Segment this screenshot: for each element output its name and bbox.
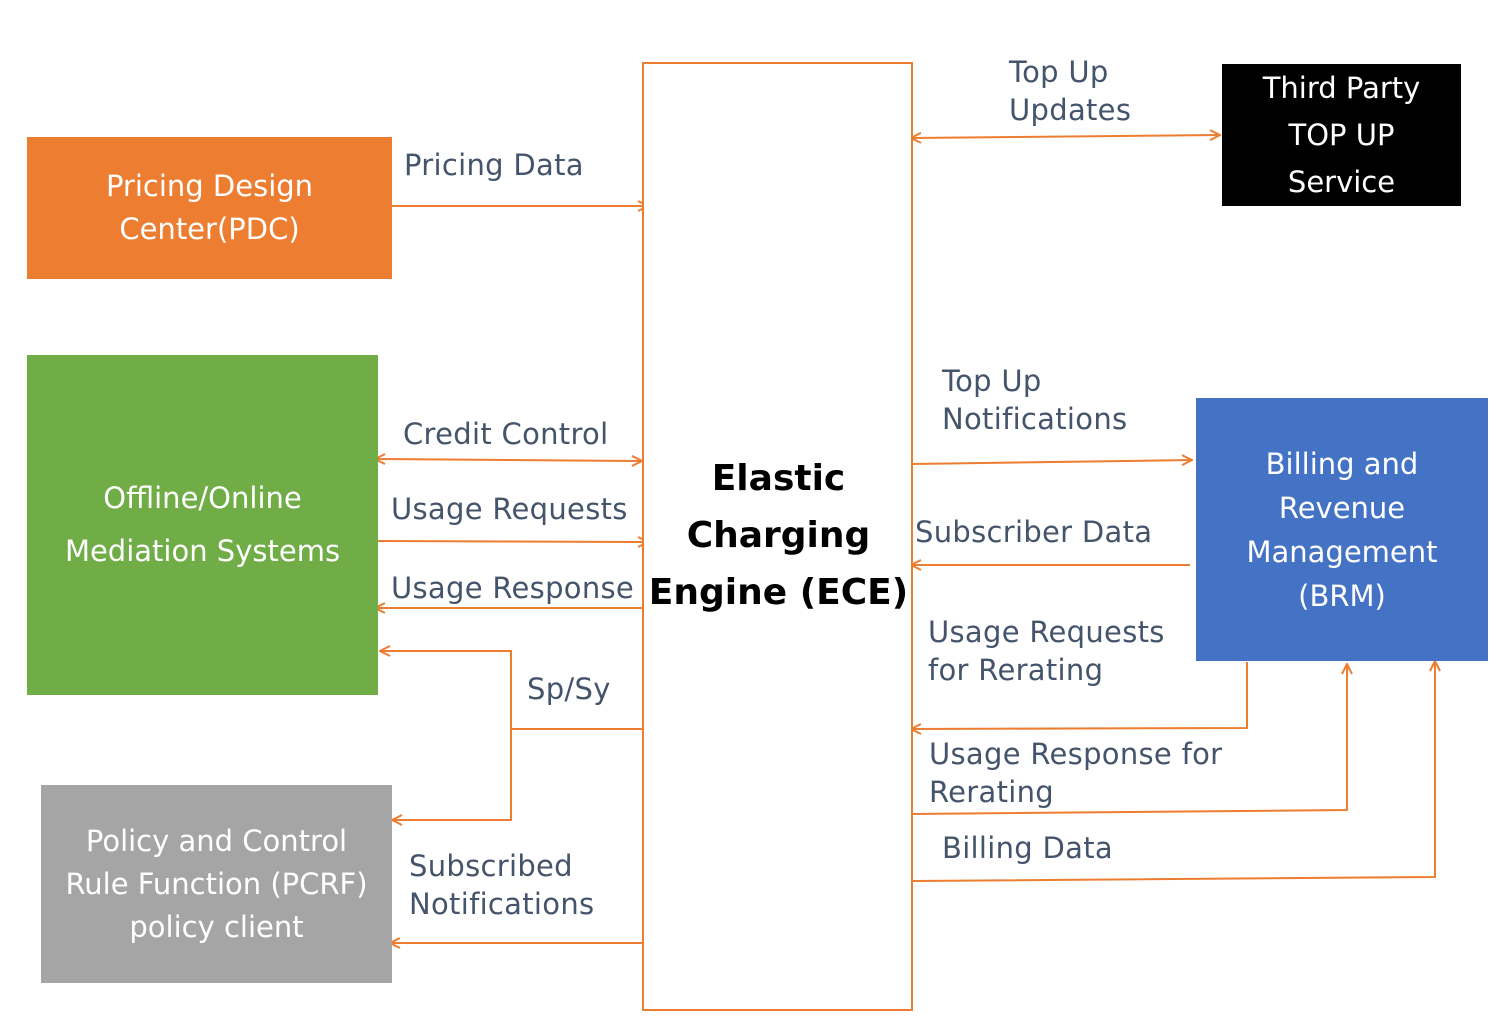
subscribed-notifications-line-2: Notifications: [409, 887, 595, 921]
pcrf-box: Policy and Control Rule Function (PCRF) …: [41, 785, 392, 983]
pcrf-line-2: Rule Function (PCRF): [65, 866, 368, 901]
subscriber-data-label: Subscriber Data: [915, 515, 1153, 549]
brm-box: Billing and Revenue Management (BRM): [1196, 398, 1488, 661]
pdc-line-2: Center(PDC): [119, 212, 300, 246]
mediation-box: Offline/Online Mediation Systems: [27, 355, 378, 695]
usage-response-rerating-arrow: [912, 664, 1347, 815]
ece-line-1: Elastic: [708, 450, 849, 507]
sp-sy-pcrf-branch: [392, 729, 512, 820]
pcrf-line-3: policy client: [129, 909, 304, 944]
usage-requests-rerating-arrow: [911, 662, 1248, 729]
usage-response-rerating-label: Usage Response for Rerating: [929, 735, 1222, 811]
top-up-notifications-line-2: Notifications: [942, 402, 1128, 436]
usage-requests-arrow: [377, 541, 648, 542]
credit-control-label: Credit Control: [403, 417, 609, 451]
usage-response-label: Usage Response: [391, 571, 635, 605]
third-party-line-1: Third Party: [1262, 70, 1421, 105]
subscribed-notifications-line-1: Subscribed: [409, 849, 573, 883]
brm-line-2: Revenue: [1278, 490, 1406, 525]
pcrf-line-1: Policy and Control: [85, 823, 348, 858]
brm-line-1: Billing and: [1265, 446, 1419, 481]
top-up-notifications-arrow: [912, 460, 1192, 464]
sp-sy-label: Sp/Sy: [527, 672, 611, 706]
brm-line-4: (BRM): [1298, 578, 1386, 613]
top-up-updates-label: Top Up Updates: [1009, 53, 1131, 129]
brm-line-3: Management: [1246, 534, 1438, 569]
pdc-line-1: Pricing Design: [105, 169, 314, 203]
usage-requests-rerating-label: Usage Requests for Rerating: [928, 613, 1165, 689]
third-party-topup-box: Third Party TOP UP Service: [1222, 64, 1461, 206]
third-party-line-2: TOP UP: [1288, 117, 1395, 152]
ece-line-2: Charging: [683, 507, 874, 564]
top-up-updates-line-1: Top Up: [1009, 55, 1109, 89]
credit-control-arrow: [375, 459, 642, 461]
usage-response-rerating-line-2: Rerating: [929, 775, 1054, 809]
top-up-updates-arrow: [911, 135, 1220, 138]
usage-response-rerating-line-1: Usage Response for: [929, 737, 1223, 771]
pdc-box: Pricing Design Center(PDC): [27, 137, 392, 279]
mediation-line-1: Offline/Online: [103, 481, 302, 515]
mediation-line-2: Mediation Systems: [64, 534, 341, 568]
third-party-line-3: Service: [1287, 164, 1396, 199]
pricing-data-label: Pricing Data: [404, 148, 584, 182]
top-up-updates-line-2: Updates: [1009, 93, 1132, 127]
usage-requests-rerating-line-2: for Rerating: [928, 653, 1104, 687]
billing-data-arrow: [912, 661, 1435, 882]
subscribed-notifications-label: Subscribed Notifications: [409, 847, 594, 923]
billing-data-label: Billing Data: [942, 831, 1113, 865]
sp-sy-connector: [380, 651, 642, 730]
ece-line-3: Engine (ECE): [645, 564, 912, 621]
ece-title: Elastic Charging Engine (ECE): [642, 450, 915, 621]
usage-requests-rerating-line-1: Usage Requests: [928, 615, 1165, 649]
top-up-notifications-line-1: Top Up: [942, 364, 1042, 398]
usage-requests-label: Usage Requests: [391, 492, 628, 526]
top-up-notifications-label: Top Up Notifications: [942, 362, 1127, 438]
